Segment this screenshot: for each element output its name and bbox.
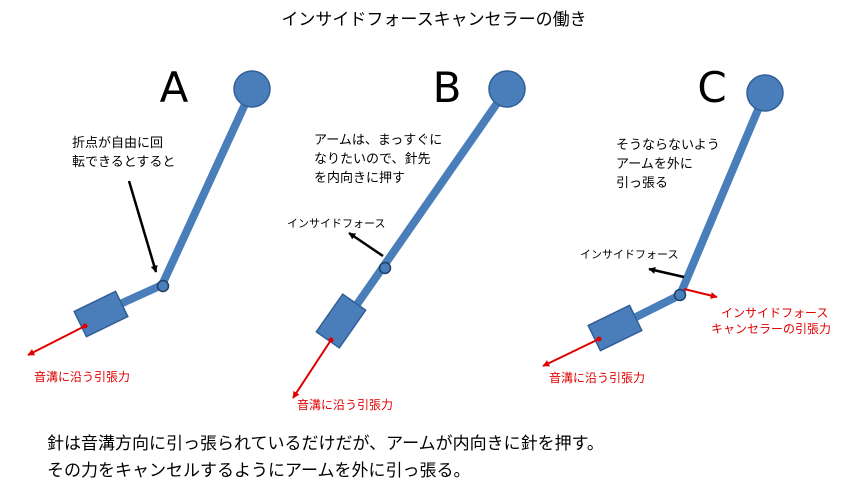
panel-b-groove-force-arrow — [292, 339, 332, 399]
panel-a-arm-upper — [158, 85, 256, 289]
panel-c-arm-lower — [628, 291, 684, 323]
panel-a-note-line-1: 折点が自由に回 — [72, 136, 163, 151]
panel-c-note-line-3: 引っ張る — [616, 176, 668, 191]
panel-a: A 音溝に沿う引張力 折点が自由に回 転できるとすると — [27, 63, 271, 384]
panel-c-joint — [673, 288, 687, 302]
panel-b: B 音溝に沿う引張力 アームは、まっすぐに なりたいので、針先 を内向きに押す … — [287, 63, 526, 412]
panel-b-note-line-1: アームは、まっすぐに — [314, 133, 442, 148]
panel-c-arm-upper — [676, 89, 769, 299]
panel-a-arm-lower — [114, 281, 166, 309]
panel-c-groove-force-arrow — [542, 338, 600, 367]
panel-c-groove-label: 音溝に沿う引張力 — [549, 370, 645, 385]
panel-b-inside-force-arrow — [348, 231, 384, 258]
panel-a-pointer-arrow — [127, 180, 158, 273]
panel-c-letter: C — [697, 63, 726, 112]
panel-a-cartridge — [73, 290, 129, 338]
panel-b-note-line-2: なりたいので、針先 — [314, 152, 430, 167]
panel-c-canceller-label-line-1: インサイドフォース — [721, 306, 828, 320]
panel-b-pivot — [488, 70, 526, 108]
panel-a-groove-force-arrow — [27, 325, 86, 356]
panel-c-canceller-force-arrow — [683, 288, 718, 299]
panel-c-cartridge — [587, 304, 643, 352]
panel-a-note-line-2: 転できるとすると — [72, 155, 175, 170]
panel-a-joint — [156, 279, 170, 293]
panel-b-letter: B — [433, 63, 462, 112]
panel-c-inside-force-arrow — [648, 266, 685, 279]
panel-a-letter: A — [160, 63, 189, 112]
panel-c-pivot — [746, 74, 784, 112]
caption-line-1: 針は音溝方向に引っ張られているだけだが、アームが内向きに針を押す。 — [47, 434, 604, 454]
panel-c: C 音溝に沿う引張力 そうならないよう アームを外に 引っ張る インサイドフォー… — [542, 63, 831, 385]
panel-c-note-line-1: そうならないよう — [616, 138, 720, 153]
panel-b-inside-force-label: インサイドフォース — [287, 217, 385, 230]
panel-b-joint — [378, 261, 392, 275]
caption-line-2: その力をキャンセルするようにアームを外に引っ張る。 — [47, 461, 470, 481]
panel-b-note-line-3: を内向きに押す — [314, 170, 405, 186]
panel-b-cartridge — [315, 293, 367, 349]
panel-c-canceller-label-line-2: キャンセラーの引張力 — [711, 322, 831, 336]
diagram-title: インサイドフォースキャンセラーの働き — [281, 10, 586, 30]
panel-a-pivot — [233, 70, 271, 108]
panel-b-groove-label: 音溝に沿う引張力 — [297, 397, 393, 412]
panel-a-groove-label: 音溝に沿う引張力 — [34, 369, 130, 384]
panel-c-inside-force-label: インサイドフォース — [580, 248, 678, 261]
panel-c-note-line-2: アームを外に — [616, 157, 693, 172]
panel-b-arm — [340, 85, 511, 327]
